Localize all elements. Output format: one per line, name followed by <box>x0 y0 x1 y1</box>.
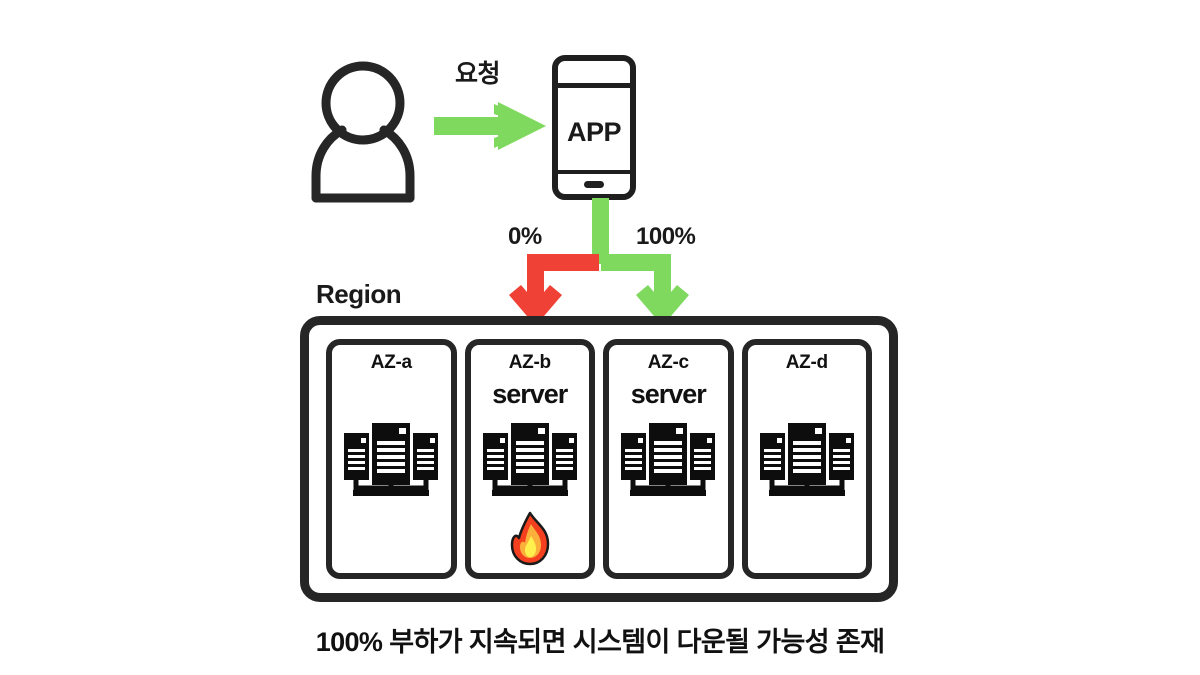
availability-zone-az-d[interactable]: AZ-d <box>741 339 872 579</box>
phone-home-button <box>584 181 604 188</box>
phone-speaker-bar <box>558 83 630 88</box>
availability-zone-az-b[interactable]: AZ-b server <box>464 339 595 579</box>
server-rack-icon <box>478 420 582 498</box>
az-title: AZ-c <box>647 352 689 373</box>
az-server-label: server <box>630 379 707 409</box>
region-label: Region <box>316 279 402 309</box>
hundred-percent-label: 100% <box>636 223 696 250</box>
availability-zone-az-a[interactable]: AZ-a <box>326 339 457 579</box>
user-icon <box>288 58 438 203</box>
app-screen-text: APP <box>566 117 622 147</box>
request-label: 요청 <box>455 60 501 88</box>
phone-home-bar <box>558 170 630 174</box>
traffic-split-connector <box>495 198 705 326</box>
fire-icon <box>507 511 553 566</box>
availability-zone-az-c[interactable]: AZ-c server <box>603 339 734 579</box>
server-rack-icon <box>616 420 720 498</box>
server-rack-icon <box>339 420 443 498</box>
az-server-label: server <box>492 379 568 409</box>
server-rack-icon <box>755 420 859 498</box>
az-title: AZ-a <box>370 352 412 373</box>
green-right-arrow-icon <box>432 100 548 152</box>
zero-percent-label: 0% <box>508 223 542 250</box>
az-title: AZ-d <box>785 352 828 373</box>
availability-zone-row: AZ-a <box>326 339 872 579</box>
caption-text: 100% 부하가 지속되면 시스템이 다운될 가능성 존재 <box>315 627 885 657</box>
smartphone-icon: APP <box>552 55 636 200</box>
az-title: AZ-b <box>508 352 551 373</box>
